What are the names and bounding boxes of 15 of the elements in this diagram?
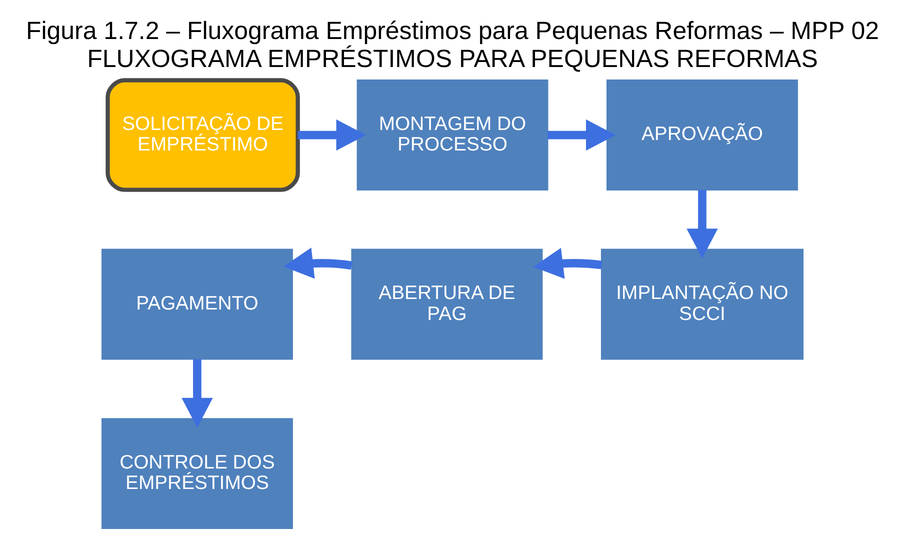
arrow [686, 190, 718, 258]
diagram-title: FLUXOGRAMA EMPRÉSTIMOS PARA PEQUENAS REFORMAS [87, 44, 818, 73]
arrow [298, 119, 366, 151]
node-box: SOLICITAÇÃO DE EMPRÉSTIMO [106, 78, 300, 192]
node-box: ABERTURA DE PAG [351, 248, 543, 360]
node-box: MONTAGEM DO PROCESSO [356, 80, 548, 191]
node-box: CONTROLE DOS EMPRÉSTIMOS [101, 418, 293, 530]
arrow [533, 248, 602, 279]
arrow [182, 359, 213, 428]
node-box: PAGAMENTO [101, 248, 293, 360]
arrow [283, 248, 352, 279]
arrow [548, 119, 616, 151]
caption: Figura 1.7.2 – Fluxograma Empréstimos para Pequenas Reformas – MPP 02 [26, 17, 880, 46]
node-box: IMPLANTAÇÃO NO SCCI [600, 248, 804, 360]
node-box: APROVAÇÃO [606, 80, 798, 191]
